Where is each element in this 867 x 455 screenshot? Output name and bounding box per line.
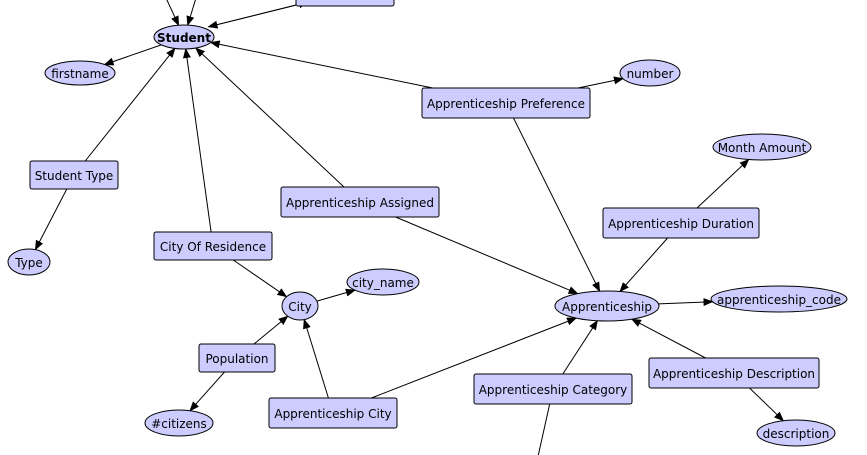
edge-student-type-to-student — [84, 47, 176, 162]
node-shape — [7, 248, 51, 276]
edge-student-type-to-type — [34, 188, 68, 251]
node-apprenticeship-code[interactable]: apprenticeship_code — [710, 285, 848, 313]
node-shape — [144, 409, 214, 437]
node-cut-top-rect[interactable] — [295, 0, 395, 7]
edge-apprenticeship-category-to-apprenticeship — [562, 319, 598, 375]
node-number[interactable]: number — [619, 59, 681, 87]
edge-population-to-citizens — [189, 371, 225, 412]
edge-city-of-residence-to-city — [233, 259, 288, 298]
node-label: Apprenticeship — [562, 300, 652, 314]
node-apprenticeship-description[interactable]: Apprenticeship Description — [648, 357, 820, 389]
node-citizens[interactable]: #citizens — [144, 409, 214, 437]
node-apprenticeship[interactable]: Apprenticeship — [554, 290, 660, 322]
node-shape — [712, 133, 812, 161]
node-shape — [153, 24, 215, 50]
node-shape — [554, 290, 660, 322]
edges-layer — [34, 0, 785, 455]
edge-apprenticeship-duration-to-apprenticeship — [619, 237, 668, 293]
node-shape — [756, 419, 836, 447]
node-month-amount[interactable]: Month Amount — [712, 133, 812, 161]
node-city[interactable]: City — [281, 291, 319, 321]
edge-apprenticeship-preference-to-apprenticeship — [513, 117, 601, 293]
edge-offscreen-top-2-to-student — [186, 0, 196, 27]
node-shape — [602, 207, 760, 239]
edge-apprenticeship-description-to-description — [749, 387, 785, 422]
node-student-type[interactable]: Student Type — [29, 160, 119, 190]
node-apprenticeship-assigned[interactable]: Apprenticeship Assigned — [280, 186, 440, 218]
node-label: description — [763, 427, 830, 441]
node-shape — [295, 0, 395, 7]
edge-apprenticeship-city-to-apprenticeship — [371, 317, 578, 399]
edge-apprenticeship-duration-to-month-amount — [696, 158, 750, 209]
node-shape — [619, 59, 681, 87]
node-shape — [281, 291, 319, 321]
node-shape — [268, 397, 398, 429]
node-shape — [473, 373, 633, 405]
node-apprenticeship-duration[interactable]: Apprenticeship Duration — [602, 207, 760, 239]
node-apprenticeship-category[interactable]: Apprenticeship Category — [473, 373, 633, 405]
edge-apprenticeship-city-to-city — [303, 318, 329, 399]
node-label: Population — [205, 352, 268, 366]
edge-apprenticeship-assigned-to-apprenticeship — [395, 216, 579, 295]
edge-offscreen-top-to-student — [166, 0, 180, 27]
node-city-name[interactable]: city_name — [346, 268, 420, 296]
node-population[interactable]: Population — [198, 343, 276, 373]
node-shape — [29, 160, 119, 190]
edge-city-to-city-name — [316, 288, 356, 302]
node-label: City Of Residence — [160, 240, 266, 254]
edge-apprenticeship-assigned-to-student — [195, 47, 345, 188]
node-label: apprenticeship_code — [717, 293, 841, 307]
node-city-of-residence[interactable]: City Of Residence — [153, 231, 273, 261]
node-type[interactable]: Type — [7, 248, 51, 276]
node-shape — [710, 285, 848, 313]
edge-apprenticeship-preference-to-student — [209, 40, 433, 89]
node-firstname[interactable]: firstname — [44, 60, 116, 86]
node-label: Type — [14, 256, 43, 270]
node-label: Apprenticeship Preference — [427, 97, 585, 111]
node-apprenticeship-city[interactable]: Apprenticeship City — [268, 397, 398, 429]
edge-population-to-city — [253, 315, 289, 345]
node-label: Apprenticeship City — [274, 407, 391, 421]
node-shape — [648, 357, 820, 389]
edge-student-to-firstname — [103, 44, 162, 66]
node-label: Apprenticeship Assigned — [286, 196, 434, 210]
node-shape — [198, 343, 276, 373]
node-shape — [280, 186, 440, 218]
node-shape — [44, 60, 116, 86]
node-label: firstname — [51, 67, 108, 81]
node-label: number — [627, 67, 674, 81]
node-label: city_name — [352, 276, 414, 290]
node-label: Student Type — [35, 169, 114, 183]
edge-city-of-residence-to-student — [182, 48, 212, 233]
node-label: Month Amount — [718, 141, 807, 155]
edge-apprenticeship-preference-to-number — [577, 76, 624, 89]
node-label: Student — [157, 31, 211, 45]
edge-apprenticeship-category-to-offscreen-bottom — [537, 403, 551, 455]
node-label: Apprenticeship Category — [479, 383, 628, 397]
node-student[interactable]: Student — [153, 24, 215, 50]
node-description[interactable]: description — [756, 419, 836, 447]
node-shape — [346, 268, 420, 296]
node-label: City — [288, 300, 312, 314]
node-apprenticeship-preference[interactable]: Apprenticeship Preference — [421, 87, 591, 119]
node-label: Apprenticeship Duration — [608, 217, 754, 231]
edge-apprenticeship-to-apprenticeship-code — [658, 298, 714, 307]
node-label: Apprenticeship Description — [653, 367, 815, 381]
edge-apprenticeship-description-to-apprenticeship — [631, 318, 706, 359]
node-shape — [421, 87, 591, 119]
edge-student-to-cut-top-rect — [208, 0, 309, 28]
node-label: #citizens — [151, 417, 207, 431]
node-shape — [153, 231, 273, 261]
